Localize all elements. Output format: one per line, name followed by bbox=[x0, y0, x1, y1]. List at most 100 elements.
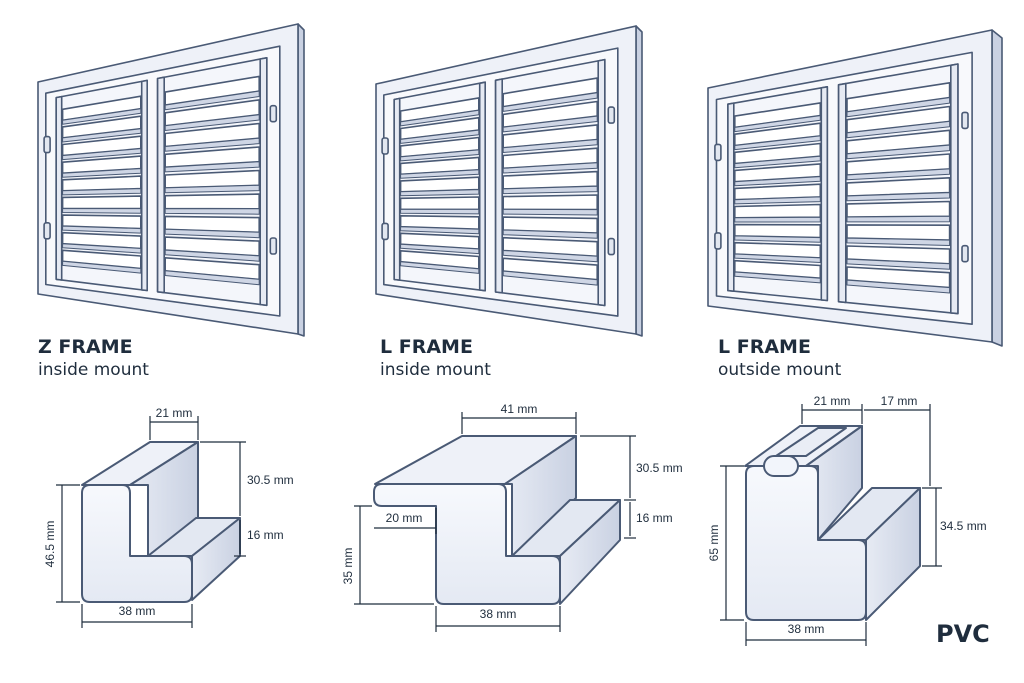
shutter-louver-shadow bbox=[400, 261, 480, 274]
caption-subtitle-l-frame-inside: inside mount bbox=[380, 360, 491, 380]
shutter-louver-shadow bbox=[502, 250, 598, 263]
z-dim-step-height-label: 30.5 mm bbox=[247, 473, 294, 487]
shutter-hinge bbox=[381, 137, 389, 155]
profile-z-frame bbox=[81, 441, 241, 603]
z-profile-dimensions bbox=[56, 416, 246, 628]
caption-title-l-frame-inside: L FRAME bbox=[380, 336, 473, 358]
l-out-dim-step-height-label: 34.5 mm bbox=[940, 519, 987, 533]
l-in-profile-dimensions bbox=[354, 412, 636, 632]
shutter-stile bbox=[55, 95, 63, 281]
shutter-louver-shadow bbox=[400, 169, 480, 179]
shutter-louver-shadow bbox=[62, 168, 142, 178]
l-out-dim-base-width-label: 38 mm bbox=[788, 622, 825, 636]
shutter-hinge bbox=[714, 143, 722, 162]
caption-title-l-frame-outside: L FRAME bbox=[718, 336, 811, 358]
shutter-louver-shadow bbox=[846, 237, 951, 246]
l-in-dim-top-width-label: 41 mm bbox=[501, 402, 538, 416]
l-out-profile-rib bbox=[763, 455, 799, 477]
l-out-dim-top-width-label: 21 mm bbox=[814, 394, 851, 408]
shutter-louver-shadow bbox=[400, 189, 480, 197]
shutter-stile bbox=[837, 82, 847, 304]
shutter-louver-shadow bbox=[62, 260, 142, 274]
shutter-l-frame-outside bbox=[707, 29, 1003, 347]
z-dim-total-height-label: 46.5 mm bbox=[43, 521, 57, 568]
l-in-dim-left-height-label: 35 mm bbox=[341, 548, 355, 585]
shutter-louver-shadow bbox=[62, 225, 142, 234]
shutter-hinge bbox=[43, 222, 51, 240]
l-in-profile-step-side bbox=[559, 499, 621, 605]
shutter-louver-shadow bbox=[502, 115, 598, 133]
shutter-louver-shadow bbox=[734, 176, 821, 187]
shutter-hinge bbox=[961, 244, 969, 263]
shutter-louver-shadow bbox=[502, 92, 598, 112]
shutter-hinge bbox=[43, 135, 51, 154]
shutter-louver bbox=[164, 193, 261, 210]
shutter-louver-shadow bbox=[734, 196, 821, 205]
shutter-depth-side bbox=[297, 23, 305, 337]
z-profile-upper-side bbox=[129, 441, 199, 557]
shutter-z-frame bbox=[37, 23, 305, 337]
shutter-louver bbox=[502, 194, 599, 211]
shutter-hinge bbox=[607, 237, 616, 256]
l-out-profile-rib-top bbox=[775, 427, 847, 457]
l-in-profile-front-face bbox=[373, 483, 561, 605]
shutter-stile bbox=[140, 79, 148, 292]
shutter-hinge bbox=[269, 104, 278, 123]
shutter-louver-shadow bbox=[164, 161, 260, 173]
shutter-louver bbox=[846, 200, 951, 218]
caption-title-z-frame: Z FRAME bbox=[38, 336, 133, 358]
shutter-louver-shadow bbox=[164, 208, 260, 215]
shutter-stile bbox=[494, 78, 504, 294]
shutter-louver-shadow bbox=[400, 208, 480, 215]
shutter-stile bbox=[820, 86, 829, 302]
shutter-louver-shadow bbox=[846, 168, 951, 181]
shutter-louver-shadow bbox=[502, 162, 598, 174]
l-in-dim-base-width-label: 38 mm bbox=[480, 607, 517, 621]
shutter-louver-shadow bbox=[734, 155, 821, 169]
shutter-louver-shadow bbox=[62, 208, 142, 214]
shutter-louver-shadow bbox=[734, 253, 821, 263]
shutter-louver-shadow bbox=[846, 258, 951, 270]
shutter-louver-shadow bbox=[400, 109, 480, 127]
shutter-illustrations bbox=[37, 23, 1003, 347]
shutter-depth-side bbox=[635, 25, 643, 337]
shutter-louver-shadow bbox=[164, 137, 260, 152]
shutter-hinge bbox=[269, 237, 278, 255]
shutter-louver-shadow bbox=[62, 148, 142, 161]
l-in-dim-step-height-label: 30.5 mm bbox=[636, 461, 683, 475]
shutter-stile bbox=[259, 56, 268, 307]
shutter-louver-shadow bbox=[734, 135, 821, 151]
shutter-louver-shadow bbox=[62, 188, 142, 196]
shutter-louver-shadow bbox=[400, 243, 480, 255]
shutter-hinge bbox=[714, 232, 722, 250]
shutter-louver-shadow bbox=[846, 279, 951, 294]
shutter-hinge bbox=[381, 222, 389, 241]
shutter-louver-shadow bbox=[164, 270, 260, 286]
profile-l-frame-inside bbox=[373, 435, 621, 605]
shutter-l-frame-inside bbox=[375, 25, 643, 337]
shutter-louver-shadow bbox=[164, 90, 260, 111]
shutter-louver-shadow bbox=[734, 216, 821, 223]
z-dim-base-width-label: 38 mm bbox=[119, 604, 156, 618]
l-out-profile-step-side bbox=[865, 487, 921, 621]
shutter-louver-shadow bbox=[164, 249, 260, 262]
l-out-profile-front-face bbox=[745, 465, 867, 621]
z-dim-lip-height-label: 16 mm bbox=[247, 528, 284, 542]
shutter-hinge bbox=[607, 106, 616, 124]
shutter-louver-shadow bbox=[164, 114, 260, 131]
shutter-louver-shadow bbox=[164, 228, 260, 239]
l-out-dim-total-height-label: 65 mm bbox=[707, 525, 721, 562]
shutter-louver-shadow bbox=[502, 208, 598, 216]
shutter-louver-shadow bbox=[846, 192, 951, 202]
shutter-louver-shadow bbox=[62, 108, 142, 125]
shutter-louver-shadow bbox=[502, 270, 598, 286]
shutter-depth-side bbox=[991, 29, 1003, 347]
shutter-louver-shadow bbox=[62, 128, 142, 143]
shutter-louver-shadow bbox=[734, 115, 821, 133]
shutter-louver-shadow bbox=[400, 226, 480, 235]
shutter-louver-shadow bbox=[400, 129, 480, 144]
shutter-louver bbox=[733, 223, 822, 239]
shutter-louver-shadow bbox=[502, 185, 598, 195]
shutter-stile bbox=[597, 58, 606, 307]
